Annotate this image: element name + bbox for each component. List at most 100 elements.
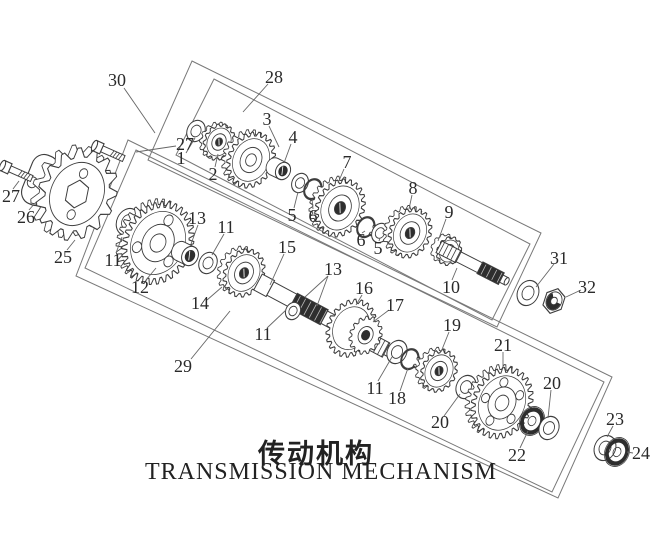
leader-line-27 bbox=[12, 180, 20, 190]
part-number-label-18: 18 bbox=[388, 388, 406, 408]
part-number-label-2: 2 bbox=[209, 164, 218, 184]
part-number-label-16: 16 bbox=[355, 278, 373, 298]
title-english: TRANSMISSION MECHANISM bbox=[144, 459, 498, 485]
part-number-label-29: 29 bbox=[174, 356, 192, 376]
leader-line-20 bbox=[547, 389, 552, 419]
part-washer-20b bbox=[538, 415, 560, 441]
leader-line-17 bbox=[372, 309, 390, 323]
part-number-label-28: 28 bbox=[265, 67, 283, 87]
part-bushing-13a bbox=[171, 240, 199, 267]
part-number-label-26: 26 bbox=[17, 207, 35, 227]
part-number-label-14: 14 bbox=[191, 293, 209, 313]
part-number-label-24: 24 bbox=[632, 443, 650, 463]
part-bolt-27a bbox=[90, 139, 126, 163]
leader-line-25 bbox=[66, 239, 76, 251]
leader-line-11 bbox=[115, 236, 123, 254]
leader-line-26 bbox=[28, 201, 37, 211]
upper-outer-box bbox=[147, 60, 542, 328]
part-number-label-11: 11 bbox=[217, 217, 234, 237]
part-number-label-6: 6 bbox=[357, 230, 366, 250]
leader-line-31 bbox=[535, 263, 555, 288]
leader-line-13 bbox=[304, 275, 329, 298]
part-number-label-12: 12 bbox=[131, 277, 149, 297]
part-number-label-1: 1 bbox=[177, 148, 186, 168]
part-number-label-32: 32 bbox=[578, 277, 596, 297]
leader-line-8 bbox=[408, 194, 413, 210]
leader-line-24 bbox=[626, 451, 634, 454]
leader-line-5 bbox=[293, 191, 299, 209]
part-number-label-25: 25 bbox=[54, 247, 72, 267]
part-number-label-19: 19 bbox=[443, 315, 461, 335]
leader-line-5 bbox=[378, 237, 381, 242]
part-shaft10-10 bbox=[435, 240, 510, 286]
part-number-label-15: 15 bbox=[278, 237, 296, 257]
leader-line-1 bbox=[185, 137, 196, 154]
part-number-label-9: 9 bbox=[445, 202, 454, 222]
part-number-label-20: 20 bbox=[431, 412, 449, 432]
part-gear-21 bbox=[464, 364, 534, 440]
leader-line-10 bbox=[451, 267, 458, 281]
part-number-label-5: 5 bbox=[288, 205, 297, 225]
leader-line-22 bbox=[519, 430, 529, 449]
part-washer-11b bbox=[198, 251, 218, 275]
leader-line-12 bbox=[145, 267, 157, 281]
part-gear-12 bbox=[115, 198, 195, 286]
part-seal-24 bbox=[603, 437, 631, 467]
part-bushing-4 bbox=[265, 157, 292, 181]
part-number-label-10: 10 bbox=[442, 277, 460, 297]
part-washer-1 bbox=[186, 119, 206, 143]
part-number-label-27: 27 bbox=[2, 186, 20, 206]
part-shaft15-15 bbox=[253, 273, 399, 360]
leader-line-19 bbox=[440, 331, 450, 353]
part-nut-32 bbox=[542, 287, 566, 315]
leader-line-27 bbox=[135, 145, 177, 153]
part-number-label-11: 11 bbox=[366, 378, 383, 398]
leader-line-7 bbox=[337, 168, 345, 184]
leader-line-6 bbox=[361, 230, 366, 234]
part-number-label-6: 6 bbox=[309, 206, 318, 226]
part-washer-11c bbox=[284, 301, 302, 321]
part-gear-8 bbox=[382, 204, 433, 259]
leader-line-29 bbox=[190, 310, 231, 360]
leader-line-32 bbox=[565, 289, 582, 298]
leader-line-2 bbox=[214, 153, 219, 168]
part-number-label-17: 17 bbox=[386, 295, 404, 315]
part-gear-7 bbox=[308, 175, 366, 238]
leader-line-13 bbox=[316, 275, 329, 307]
part-number-label-13: 13 bbox=[188, 208, 206, 228]
leader-line-11 bbox=[377, 356, 393, 382]
leader-line-23 bbox=[606, 425, 614, 438]
part-number-label-21: 21 bbox=[494, 335, 512, 355]
leader-line-11 bbox=[211, 233, 225, 256]
part-gear2-16 bbox=[325, 298, 383, 358]
part-washer-31 bbox=[516, 279, 540, 307]
part-number-label-20: 20 bbox=[543, 373, 561, 393]
part-number-label-7: 7 bbox=[343, 152, 352, 172]
part-gear-3 bbox=[221, 129, 276, 189]
leader-line-3 bbox=[268, 125, 280, 148]
lower-inner-box bbox=[84, 149, 605, 493]
part-number-label-11: 11 bbox=[254, 324, 271, 344]
part-number-label-27: 27 bbox=[176, 134, 194, 154]
part-gear-14 bbox=[216, 245, 266, 298]
part-number-label-13: 13 bbox=[324, 259, 342, 279]
leader-line-16 bbox=[355, 294, 363, 306]
part-number-label-4: 4 bbox=[289, 127, 298, 147]
part-circlip-18 bbox=[400, 348, 421, 371]
leader-line-18 bbox=[399, 367, 409, 392]
part-number-label-11: 11 bbox=[104, 250, 121, 270]
leader-line-6 bbox=[311, 198, 314, 210]
part-number-label-23: 23 bbox=[606, 409, 624, 429]
part-number-label-5: 5 bbox=[374, 238, 383, 258]
title-chinese: 传动机构 bbox=[258, 439, 374, 469]
part-number-label-8: 8 bbox=[409, 178, 418, 198]
leader-line-20 bbox=[443, 393, 461, 417]
part-gear-19 bbox=[415, 346, 458, 393]
lower-outer-box bbox=[75, 139, 613, 499]
part-bolt-27b bbox=[0, 159, 34, 183]
leader-line-11 bbox=[266, 309, 287, 329]
part-number-label-22: 22 bbox=[508, 445, 526, 465]
leader-line-14 bbox=[206, 286, 223, 301]
